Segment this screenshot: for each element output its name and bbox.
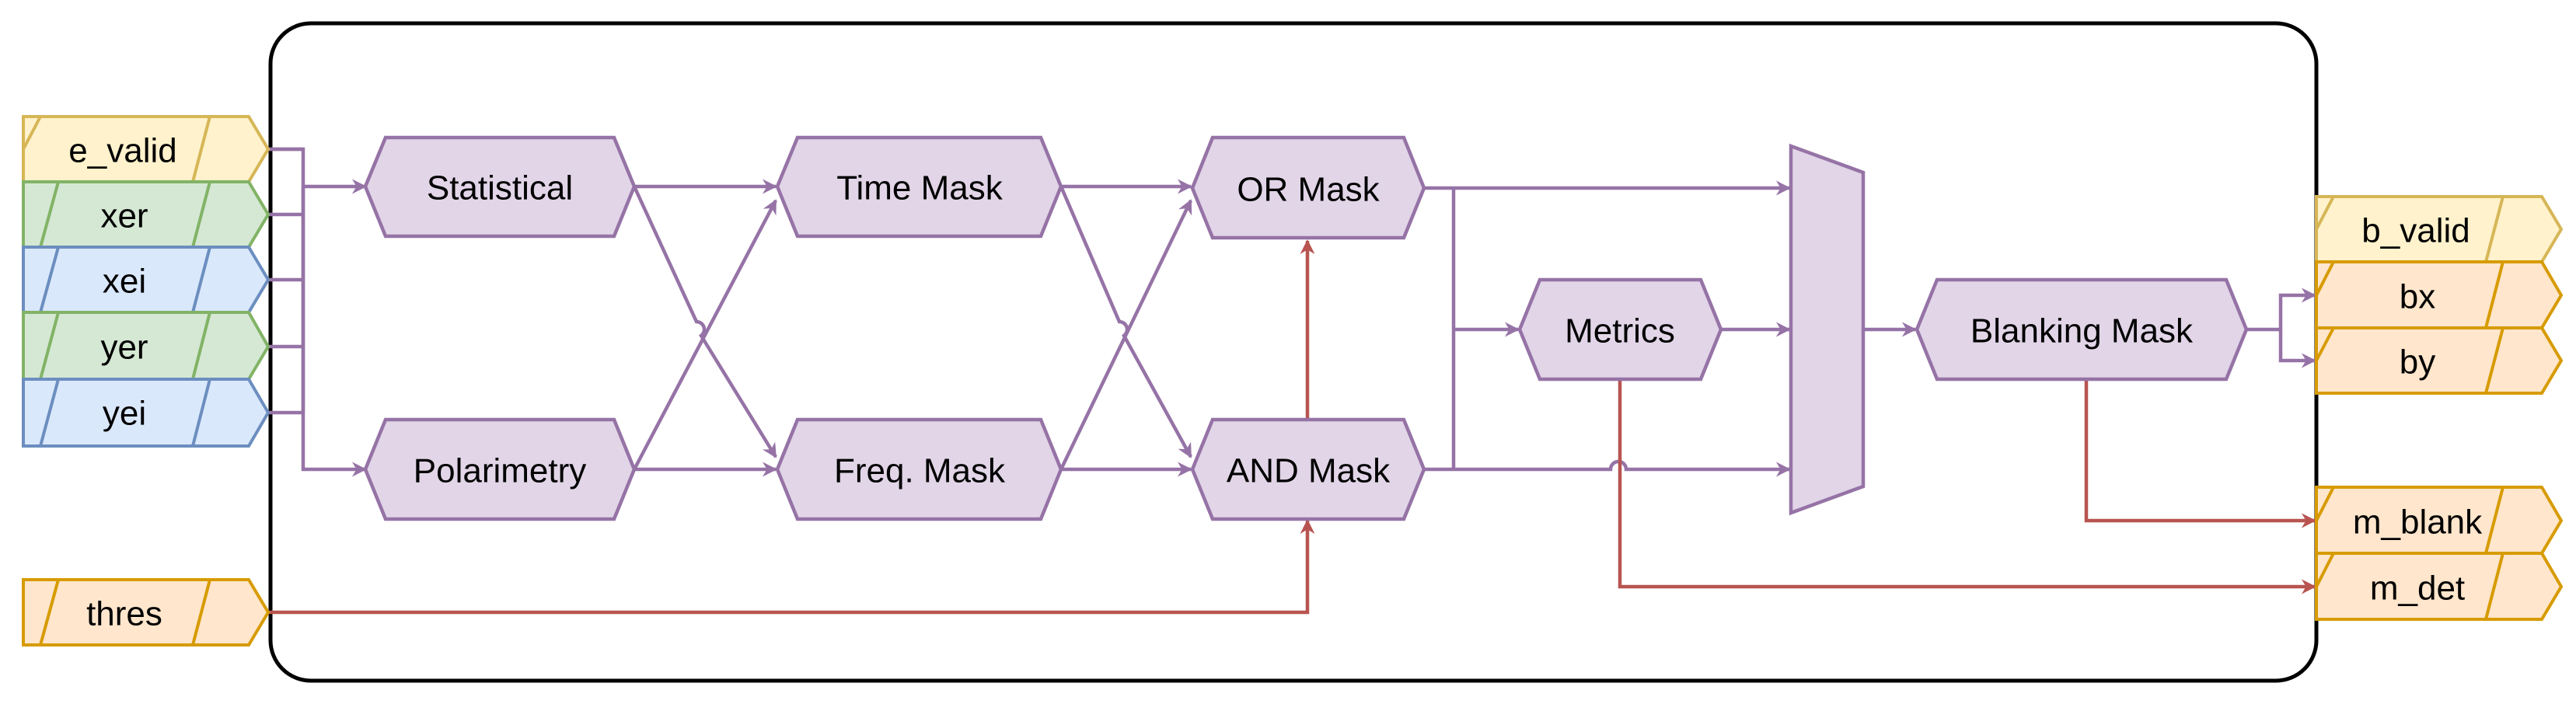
output-port-label: b_valid <box>2361 212 2470 250</box>
block-label: Metrics <box>1565 312 1675 350</box>
output-port-m-blank: m_blank <box>2315 486 2564 555</box>
processing-blocks: Statistical Polarimetry Time Mask Freq. … <box>363 135 2249 521</box>
output-port-by: by <box>2315 326 2564 395</box>
block-label: Time Mask <box>836 169 1003 207</box>
block-label: Blanking Mask <box>1970 312 2194 350</box>
input-port-label: xer <box>100 197 148 235</box>
input-port-e-valid: e_valid <box>22 115 271 183</box>
block-label: AND Mask <box>1227 452 1391 490</box>
blanking-mask-block: Blanking Mask <box>1915 277 2249 382</box>
output-ports: b_valid bx by m_blank m_det <box>2315 195 2564 621</box>
input-port-label: xei <box>103 263 146 301</box>
metrics-block: Metrics <box>1517 277 1723 382</box>
output-port-label: by <box>2400 343 2435 382</box>
output-port-label: bx <box>2400 278 2435 316</box>
data-wires <box>268 147 2316 477</box>
output-port-bx: bx <box>2315 260 2564 329</box>
freq-mask-block: Freq. Mask <box>775 417 1063 521</box>
output-port-m-det: m_det <box>2315 552 2564 621</box>
input-port-yer: yer <box>22 311 271 381</box>
input-port-label: yer <box>100 329 148 367</box>
block-label: Freq. Mask <box>834 452 1006 490</box>
polarimetry-block: Polarimetry <box>363 417 637 521</box>
input-port-label: yei <box>103 395 146 433</box>
or-mask-block: OR Mask <box>1190 135 1426 240</box>
output-port-label: m_blank <box>2353 504 2483 542</box>
input-ports: e_valid xer xei yer yei thres <box>22 115 271 646</box>
block-label: OR Mask <box>1237 171 1380 209</box>
and-mask-block: AND Mask <box>1190 417 1426 521</box>
multiplexer <box>1789 143 1866 516</box>
input-port-label: e_valid <box>68 132 176 170</box>
input-port-xei: xei <box>22 246 271 314</box>
output-port-b-valid: b_valid <box>2315 195 2564 263</box>
input-port-thres: thres <box>22 578 271 646</box>
input-port-label: thres <box>86 595 162 633</box>
input-port-xer: xer <box>22 180 271 249</box>
time-mask-block: Time Mask <box>775 135 1063 239</box>
block-label: Statistical <box>427 169 573 207</box>
input-port-yei: yei <box>22 378 271 448</box>
output-port-label: m_det <box>2370 570 2465 608</box>
control-wires <box>268 239 2316 615</box>
statistical-block: Statistical <box>363 135 637 239</box>
block-label: Polarimetry <box>414 452 587 490</box>
